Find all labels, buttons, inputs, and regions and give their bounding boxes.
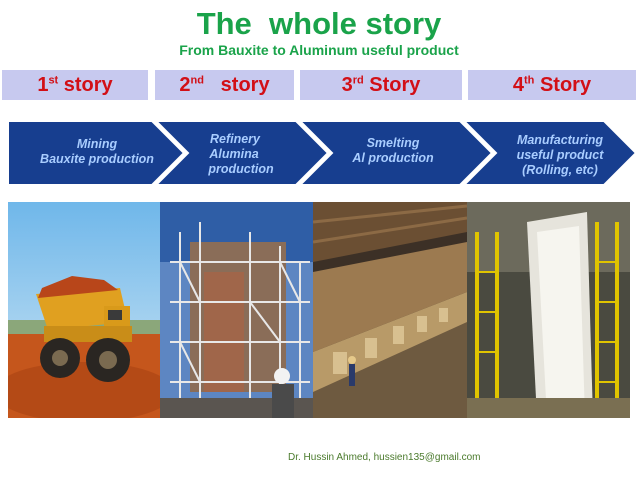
arrow-step-1 — [7, 120, 186, 186]
arrow-step-4 — [461, 120, 638, 186]
author-credit: Dr. Hussin Ahmed, hussien135@gmail.com — [288, 452, 481, 463]
arrow-step-2 — [153, 120, 330, 186]
page-subtitle: From Bauxite to Aluminum useful product — [179, 42, 459, 58]
page-title: The whole story — [196, 6, 442, 41]
process-flow-arrows — [7, 120, 638, 186]
arrow-step-3 — [297, 120, 494, 186]
story-header-1: 1st story — [2, 70, 148, 100]
refinery-photo — [160, 202, 313, 418]
mining-truck-photo — [8, 202, 160, 418]
story-header-2: 2nd story — [155, 70, 294, 100]
rolling-mill-photo — [467, 202, 630, 418]
smelter-potline-photo — [313, 202, 467, 418]
story-header-4: 4th Story — [468, 70, 636, 100]
story-header-3: 3rd Story — [300, 70, 462, 100]
